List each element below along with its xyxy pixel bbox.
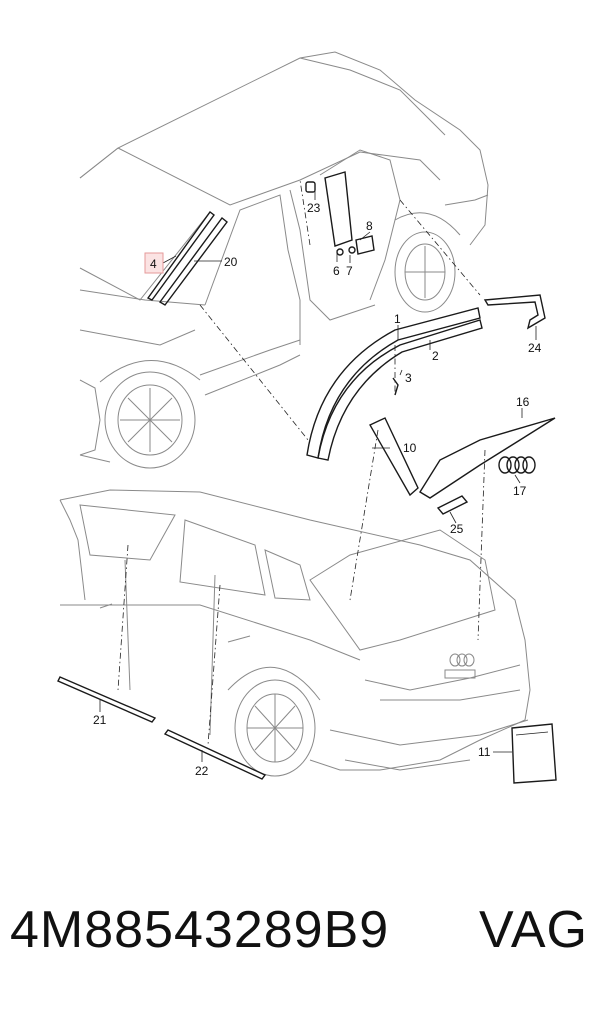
label-16[interactable]: 16 bbox=[516, 395, 530, 409]
label-8[interactable]: 8 bbox=[366, 219, 373, 233]
highlight-box-4 bbox=[144, 252, 164, 274]
label-23[interactable]: 23 bbox=[307, 201, 321, 215]
d-pillar-trim-10 bbox=[369, 417, 419, 497]
label-20[interactable]: 20 bbox=[224, 255, 238, 269]
label-25[interactable]: 25 bbox=[450, 522, 464, 536]
sill-strip-22 bbox=[163, 729, 267, 780]
label-22[interactable]: 22 bbox=[195, 764, 209, 778]
leader-lines bbox=[99, 190, 537, 762]
connection-lines bbox=[117, 179, 486, 746]
top-car-outline bbox=[79, 51, 489, 469]
rear-strip-24 bbox=[483, 294, 546, 330]
window-frame-trim bbox=[306, 307, 483, 461]
bag-11 bbox=[511, 723, 557, 784]
label-10[interactable]: 10 bbox=[403, 441, 417, 455]
label-2[interactable]: 2 bbox=[432, 349, 439, 363]
label-17[interactable]: 17 bbox=[513, 484, 527, 498]
sill-strip-21 bbox=[57, 676, 157, 723]
rings-emblem-17 bbox=[498, 456, 536, 474]
label-7[interactable]: 7 bbox=[346, 264, 353, 278]
footer: 4M88543289B9 VAG bbox=[0, 900, 600, 980]
part-number: 4M88543289B9 bbox=[10, 901, 390, 959]
b-pillar-trim bbox=[305, 171, 375, 256]
brand-name: VAG bbox=[479, 901, 588, 959]
label-11[interactable]: 11 bbox=[478, 745, 491, 759]
parts-diagram: 4 20 23 8 6 7 1 2 3 24 16 10 17 25 21 22… bbox=[57, 51, 557, 784]
label-4[interactable]: 4 bbox=[150, 257, 157, 271]
label-3[interactable]: 3 bbox=[405, 371, 412, 385]
tailgate-garnish-16 bbox=[419, 417, 556, 499]
badge-25 bbox=[436, 495, 469, 515]
label-6[interactable]: 6 bbox=[333, 264, 340, 278]
label-1[interactable]: 1 bbox=[394, 312, 401, 326]
label-24[interactable]: 24 bbox=[528, 341, 542, 355]
bottom-car-outline bbox=[59, 489, 531, 777]
label-21[interactable]: 21 bbox=[93, 713, 107, 727]
a-pillar-trims bbox=[146, 211, 228, 306]
